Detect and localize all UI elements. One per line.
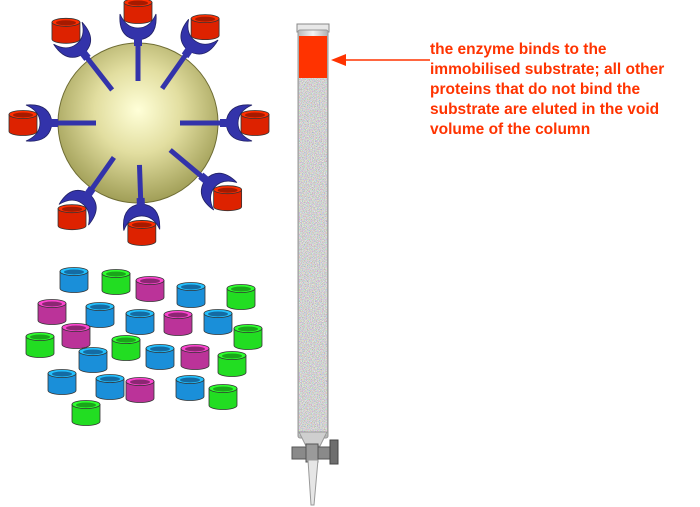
linker-spoke [80, 50, 115, 92]
protein-icon [125, 309, 155, 335]
arrow-icon [331, 54, 430, 66]
substrate-icon [127, 220, 157, 246]
bead-with-bound-enzymes [8, 0, 270, 246]
enzyme-icon [58, 186, 97, 226]
enzyme-icon [122, 197, 161, 231]
substrate-icon [240, 110, 270, 136]
enzyme-icon [198, 172, 238, 211]
stopcock-icon[interactable] [291, 439, 339, 465]
substrate-icon [213, 185, 243, 212]
substrate-icon [51, 17, 81, 44]
protein-icon [233, 324, 263, 350]
protein-icon [59, 267, 89, 293]
unbound-proteins [25, 267, 263, 426]
protein-icon [61, 323, 91, 349]
protein-icon [78, 347, 108, 373]
protein-icon [145, 344, 175, 370]
bound-enzyme-band [299, 36, 327, 78]
protein-icon [47, 369, 77, 395]
protein-icon [175, 375, 205, 401]
protein-icon [135, 276, 165, 302]
outlet-tip-icon [307, 459, 319, 506]
enzyme-icon [220, 104, 253, 142]
column-packing [299, 36, 327, 435]
enzyme-icon [119, 13, 157, 46]
enzyme-icon [180, 19, 219, 59]
protein-icon [95, 374, 125, 400]
enzyme-icon [53, 21, 92, 61]
protein-icon [208, 384, 238, 410]
protein-icon [125, 377, 155, 403]
protein-icon [25, 332, 55, 358]
protein-icon [111, 335, 141, 361]
annotation-text: the enzyme binds to the immobilised subs… [430, 41, 665, 138]
protein-icon [85, 302, 115, 328]
protein-icon [217, 351, 247, 377]
protein-icon [163, 310, 193, 336]
protein-icon [203, 309, 233, 335]
protein-icon [37, 299, 67, 325]
substrate-icon [57, 204, 87, 231]
linker-spoke [168, 148, 209, 183]
substrate-icon [190, 14, 220, 41]
substrate-icon [123, 0, 153, 24]
enzyme-icon [25, 104, 58, 142]
protein-icon [226, 284, 256, 310]
protein-icon [101, 269, 131, 295]
protein-icon [176, 282, 206, 308]
column-taper-icon [298, 431, 328, 447]
protein-icon [180, 344, 210, 370]
substrate-icon [8, 110, 38, 136]
protein-icon [71, 400, 101, 426]
chromatography-column [291, 23, 339, 506]
linker-spoke [160, 47, 192, 91]
